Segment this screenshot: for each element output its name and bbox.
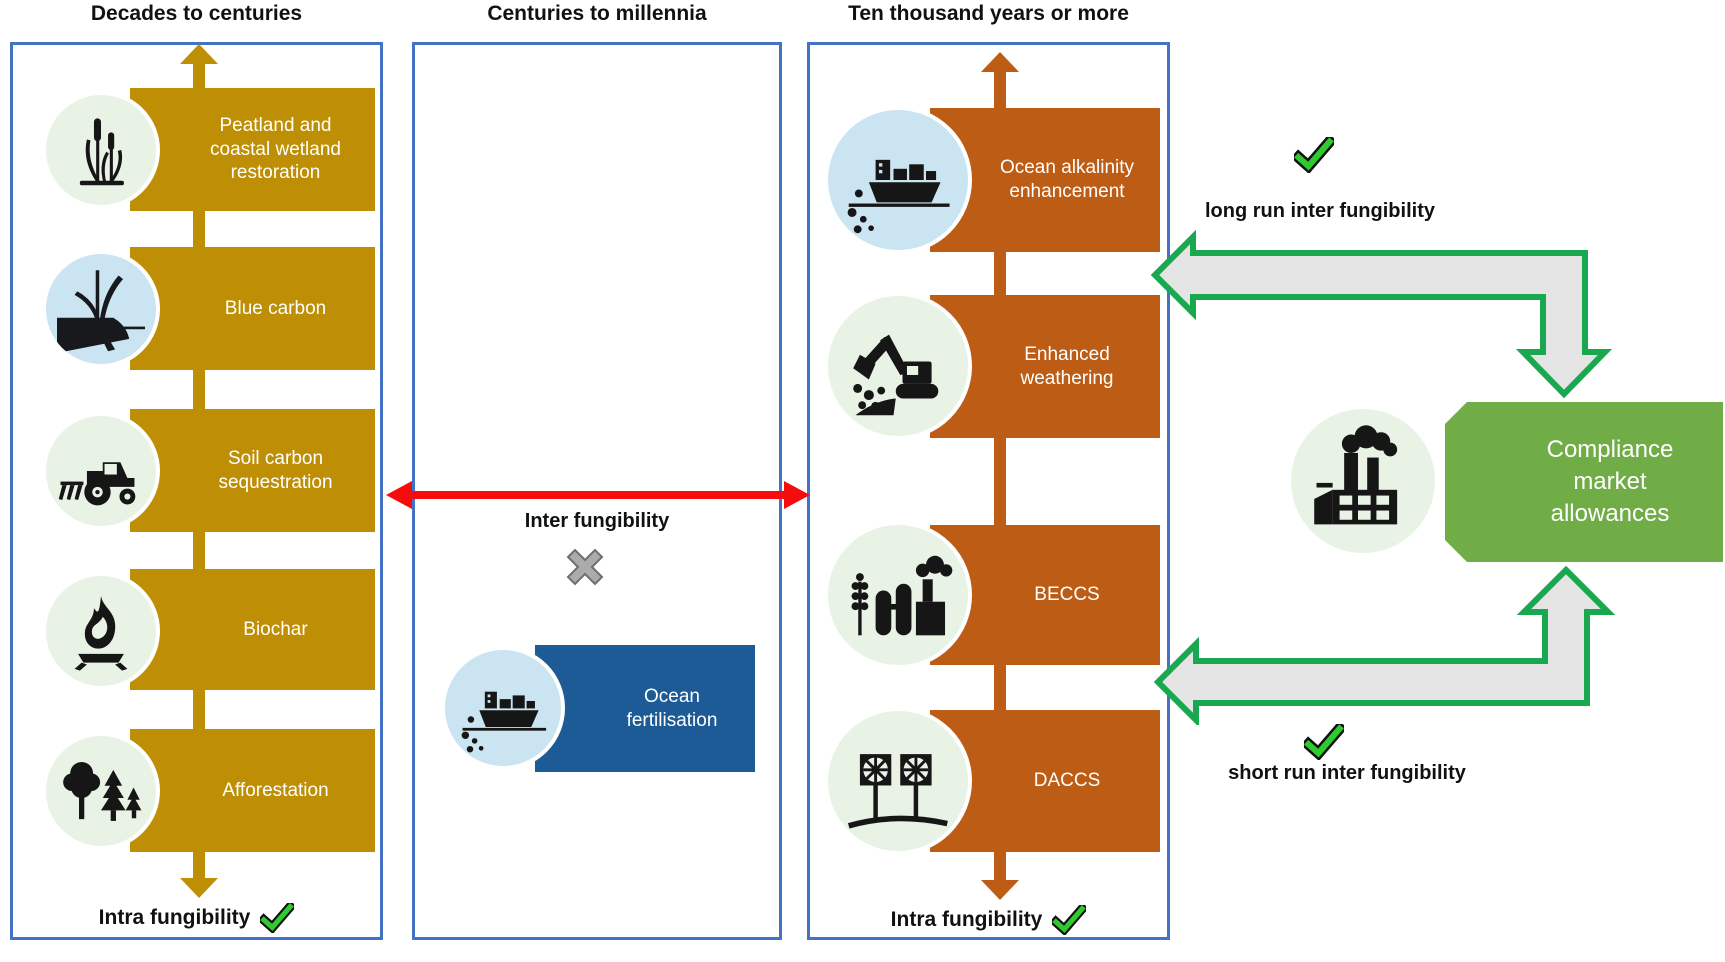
connector	[193, 532, 205, 569]
excavator-icon	[824, 292, 972, 440]
connector	[994, 665, 1006, 710]
ship-icon	[441, 646, 565, 770]
x-mark-icon	[566, 548, 604, 586]
down-arrowhead-gold	[180, 878, 218, 898]
flame-icon	[42, 572, 160, 690]
short-run-label: short run inter fungibility	[1228, 762, 1466, 784]
connector	[193, 62, 205, 88]
intra-fungibility-right: Intra fungibility	[807, 905, 1170, 935]
mangrove-icon	[42, 250, 160, 368]
connector	[994, 852, 1006, 880]
column-title-decades: Decades to centuries	[90, 2, 303, 25]
method-box-afforestation: Afforestation	[130, 729, 375, 852]
connector	[193, 370, 205, 409]
connector	[193, 211, 205, 247]
method-box-biochar: Biochar	[130, 569, 375, 690]
inter-fungibility-label: Inter fungibility	[524, 510, 670, 532]
bioenergy-plant-icon	[824, 521, 972, 669]
down-arrowhead-brown	[981, 880, 1019, 900]
long-run-label: long run inter fungibility	[1205, 200, 1435, 222]
method-box-soil-carbon: Soil carbon sequestration	[130, 409, 375, 532]
air-fans-icon	[824, 707, 972, 855]
method-box-ocean-fertilisation: Ocean fertilisation	[535, 645, 755, 772]
tractor-icon	[42, 412, 160, 530]
cattail-icon	[42, 91, 160, 209]
red-double-arrow	[386, 481, 810, 509]
check-icon	[260, 903, 295, 933]
ship-icon	[824, 106, 972, 254]
column-title-ten-thousand: Ten thousand years or more	[848, 2, 1129, 25]
connector	[994, 252, 1006, 295]
up-arrowhead-gold	[180, 44, 218, 64]
column-title-centuries: Centuries to millennia	[487, 2, 707, 25]
factory-icon	[1287, 405, 1439, 557]
compliance-market-box: Compliance market allowances	[1445, 402, 1723, 562]
connector	[193, 690, 205, 729]
intra-fungibility-left: Intra fungibility	[10, 903, 383, 933]
long-run-elbow-arrow	[1150, 230, 1613, 399]
trees-icon	[42, 732, 160, 850]
check-icon	[1304, 724, 1344, 760]
up-arrowhead-brown	[981, 52, 1019, 72]
check-icon	[1052, 905, 1087, 935]
connector	[994, 438, 1006, 525]
method-box-peatland: Peatland and coastal wetland restoration	[130, 88, 375, 211]
short-run-elbow-arrow	[1153, 565, 1616, 725]
connector	[193, 852, 205, 878]
method-box-blue-carbon: Blue carbon	[130, 247, 375, 370]
compliance-market-label: Compliance market allowances	[1546, 436, 1674, 527]
connector	[994, 70, 1006, 108]
check-icon	[1294, 137, 1334, 173]
